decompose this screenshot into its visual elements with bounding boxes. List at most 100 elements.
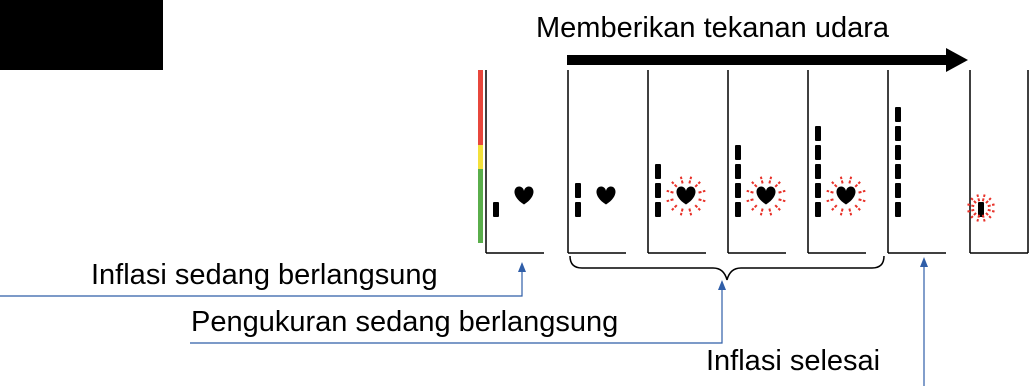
pulse-burst-icon bbox=[671, 204, 678, 211]
pulse-burst-icon bbox=[679, 208, 684, 216]
pressure-bar-segment bbox=[895, 126, 901, 141]
pressure-bar-segment bbox=[815, 164, 821, 179]
measurement-brace bbox=[569, 255, 885, 281]
pulse-burst-icon bbox=[831, 204, 838, 211]
pointer-arrowhead-measurement bbox=[718, 280, 726, 290]
pulse-burst-icon bbox=[698, 189, 706, 194]
pulse-burst-icon bbox=[967, 208, 975, 213]
heart-icon bbox=[596, 186, 616, 205]
pulse-burst-icon bbox=[768, 176, 773, 184]
pressure-bar-segment bbox=[735, 202, 741, 217]
pulse-burst-icon bbox=[970, 212, 977, 219]
pressure-bar-segment bbox=[895, 107, 901, 122]
pointer-arrowhead-inflation bbox=[518, 262, 526, 272]
pulse-burst-icon bbox=[774, 181, 781, 188]
pulse-burst-icon bbox=[746, 189, 754, 194]
pulse-burst-icon bbox=[985, 197, 992, 204]
diagram-title: Memberikan tekanan udara bbox=[536, 12, 890, 44]
pressure-bar-segment bbox=[815, 202, 821, 217]
lcd-panel bbox=[567, 70, 626, 254]
pressure-bar-segment bbox=[895, 145, 901, 160]
pulse-burst-icon bbox=[839, 208, 844, 216]
pulse-burst-icon bbox=[981, 214, 986, 222]
pulse-burst-icon bbox=[759, 176, 764, 184]
pulse-burst-icon bbox=[987, 208, 995, 213]
lcd-panel bbox=[967, 70, 1028, 254]
pulse-burst-icon bbox=[751, 181, 758, 188]
scale-green-segment bbox=[478, 169, 483, 243]
pressure-bar-segment bbox=[815, 183, 821, 198]
pulse-burst-icon bbox=[970, 197, 977, 204]
pulse-burst-icon bbox=[679, 176, 684, 184]
arrow-right-icon bbox=[946, 48, 968, 72]
pulse-burst-icon bbox=[848, 208, 853, 216]
pulse-burst-icon bbox=[671, 181, 678, 188]
pulse-burst-icon bbox=[976, 194, 981, 202]
lcd-panel bbox=[807, 70, 866, 254]
pointer-line-inflation bbox=[0, 270, 523, 297]
pressure-bar-segment bbox=[655, 183, 661, 198]
pulse-burst-icon bbox=[746, 198, 754, 203]
pulse-burst-icon bbox=[759, 208, 764, 216]
pressure-bar-segment bbox=[655, 202, 661, 217]
pulse-burst-icon bbox=[987, 203, 995, 208]
pulse-burst-icon bbox=[826, 189, 834, 194]
pulse-burst-icon bbox=[688, 176, 693, 184]
lcd-panel bbox=[887, 70, 946, 254]
label-inflation-complete: Inflasi selesai bbox=[706, 345, 881, 377]
pulse-burst-icon bbox=[839, 176, 844, 184]
pulse-burst-icon bbox=[985, 212, 992, 219]
pulse-burst-icon bbox=[774, 204, 781, 211]
pulse-burst-icon bbox=[768, 208, 773, 216]
heart-icon bbox=[836, 186, 856, 205]
pulse-burst-icon bbox=[854, 204, 861, 211]
pressure-bar-segment bbox=[815, 126, 821, 141]
pulse-burst-icon bbox=[778, 189, 786, 194]
pulse-burst-icon bbox=[694, 204, 701, 211]
heart-icon bbox=[756, 186, 776, 205]
pulse-burst-icon bbox=[826, 198, 834, 203]
lcd-panel bbox=[727, 70, 786, 254]
pulse-burst-icon bbox=[778, 198, 786, 203]
pressure-bar-segment bbox=[895, 164, 901, 179]
pulse-burst-icon bbox=[751, 204, 758, 211]
label-measurement-in-progress: Pengukuran sedang berlangsung bbox=[191, 306, 619, 338]
pulse-burst-icon bbox=[666, 189, 674, 194]
pulse-burst-icon bbox=[854, 181, 861, 188]
lcd-panel bbox=[647, 70, 706, 254]
pressure-bar-segment bbox=[655, 164, 661, 179]
scale-yellow-segment bbox=[478, 145, 483, 169]
lcd-panel bbox=[485, 70, 544, 254]
pressure-bar-segment bbox=[735, 183, 741, 198]
pulse-burst-icon bbox=[967, 203, 975, 208]
pressure-bar-segment bbox=[735, 145, 741, 160]
pulse-burst-icon bbox=[694, 181, 701, 188]
pointer-arrowhead-complete bbox=[920, 257, 928, 267]
label-inflation-in-progress: Inflasi sedang berlangsung bbox=[91, 259, 438, 291]
heart-icon bbox=[676, 186, 696, 205]
heart-icon bbox=[514, 186, 534, 205]
pulse-burst-icon bbox=[858, 198, 866, 203]
scale-red-segment bbox=[478, 70, 483, 145]
pressure-bar-segment bbox=[895, 183, 901, 198]
pointer-line-measurement bbox=[190, 288, 723, 344]
corner-black-block bbox=[0, 0, 163, 70]
pulse-burst-icon bbox=[666, 198, 674, 203]
pressure-bar-segment bbox=[735, 164, 741, 179]
pulse-burst-icon bbox=[848, 176, 853, 184]
pulse-burst-icon bbox=[858, 189, 866, 194]
pressure-bar-segment bbox=[895, 202, 901, 217]
pulse-burst-icon bbox=[698, 198, 706, 203]
pressure-bar-segment bbox=[493, 202, 499, 217]
pulse-burst-icon bbox=[976, 214, 981, 222]
panels-group bbox=[485, 70, 1029, 254]
pressure-bar-segment bbox=[978, 202, 984, 217]
pressure-bar-segment bbox=[575, 202, 581, 217]
pulse-burst-icon bbox=[688, 208, 693, 216]
pressure-bar-segment bbox=[575, 183, 581, 198]
pulse-burst-icon bbox=[831, 181, 838, 188]
pressure-bar-segment bbox=[815, 145, 821, 160]
pulse-burst-icon bbox=[981, 194, 986, 202]
